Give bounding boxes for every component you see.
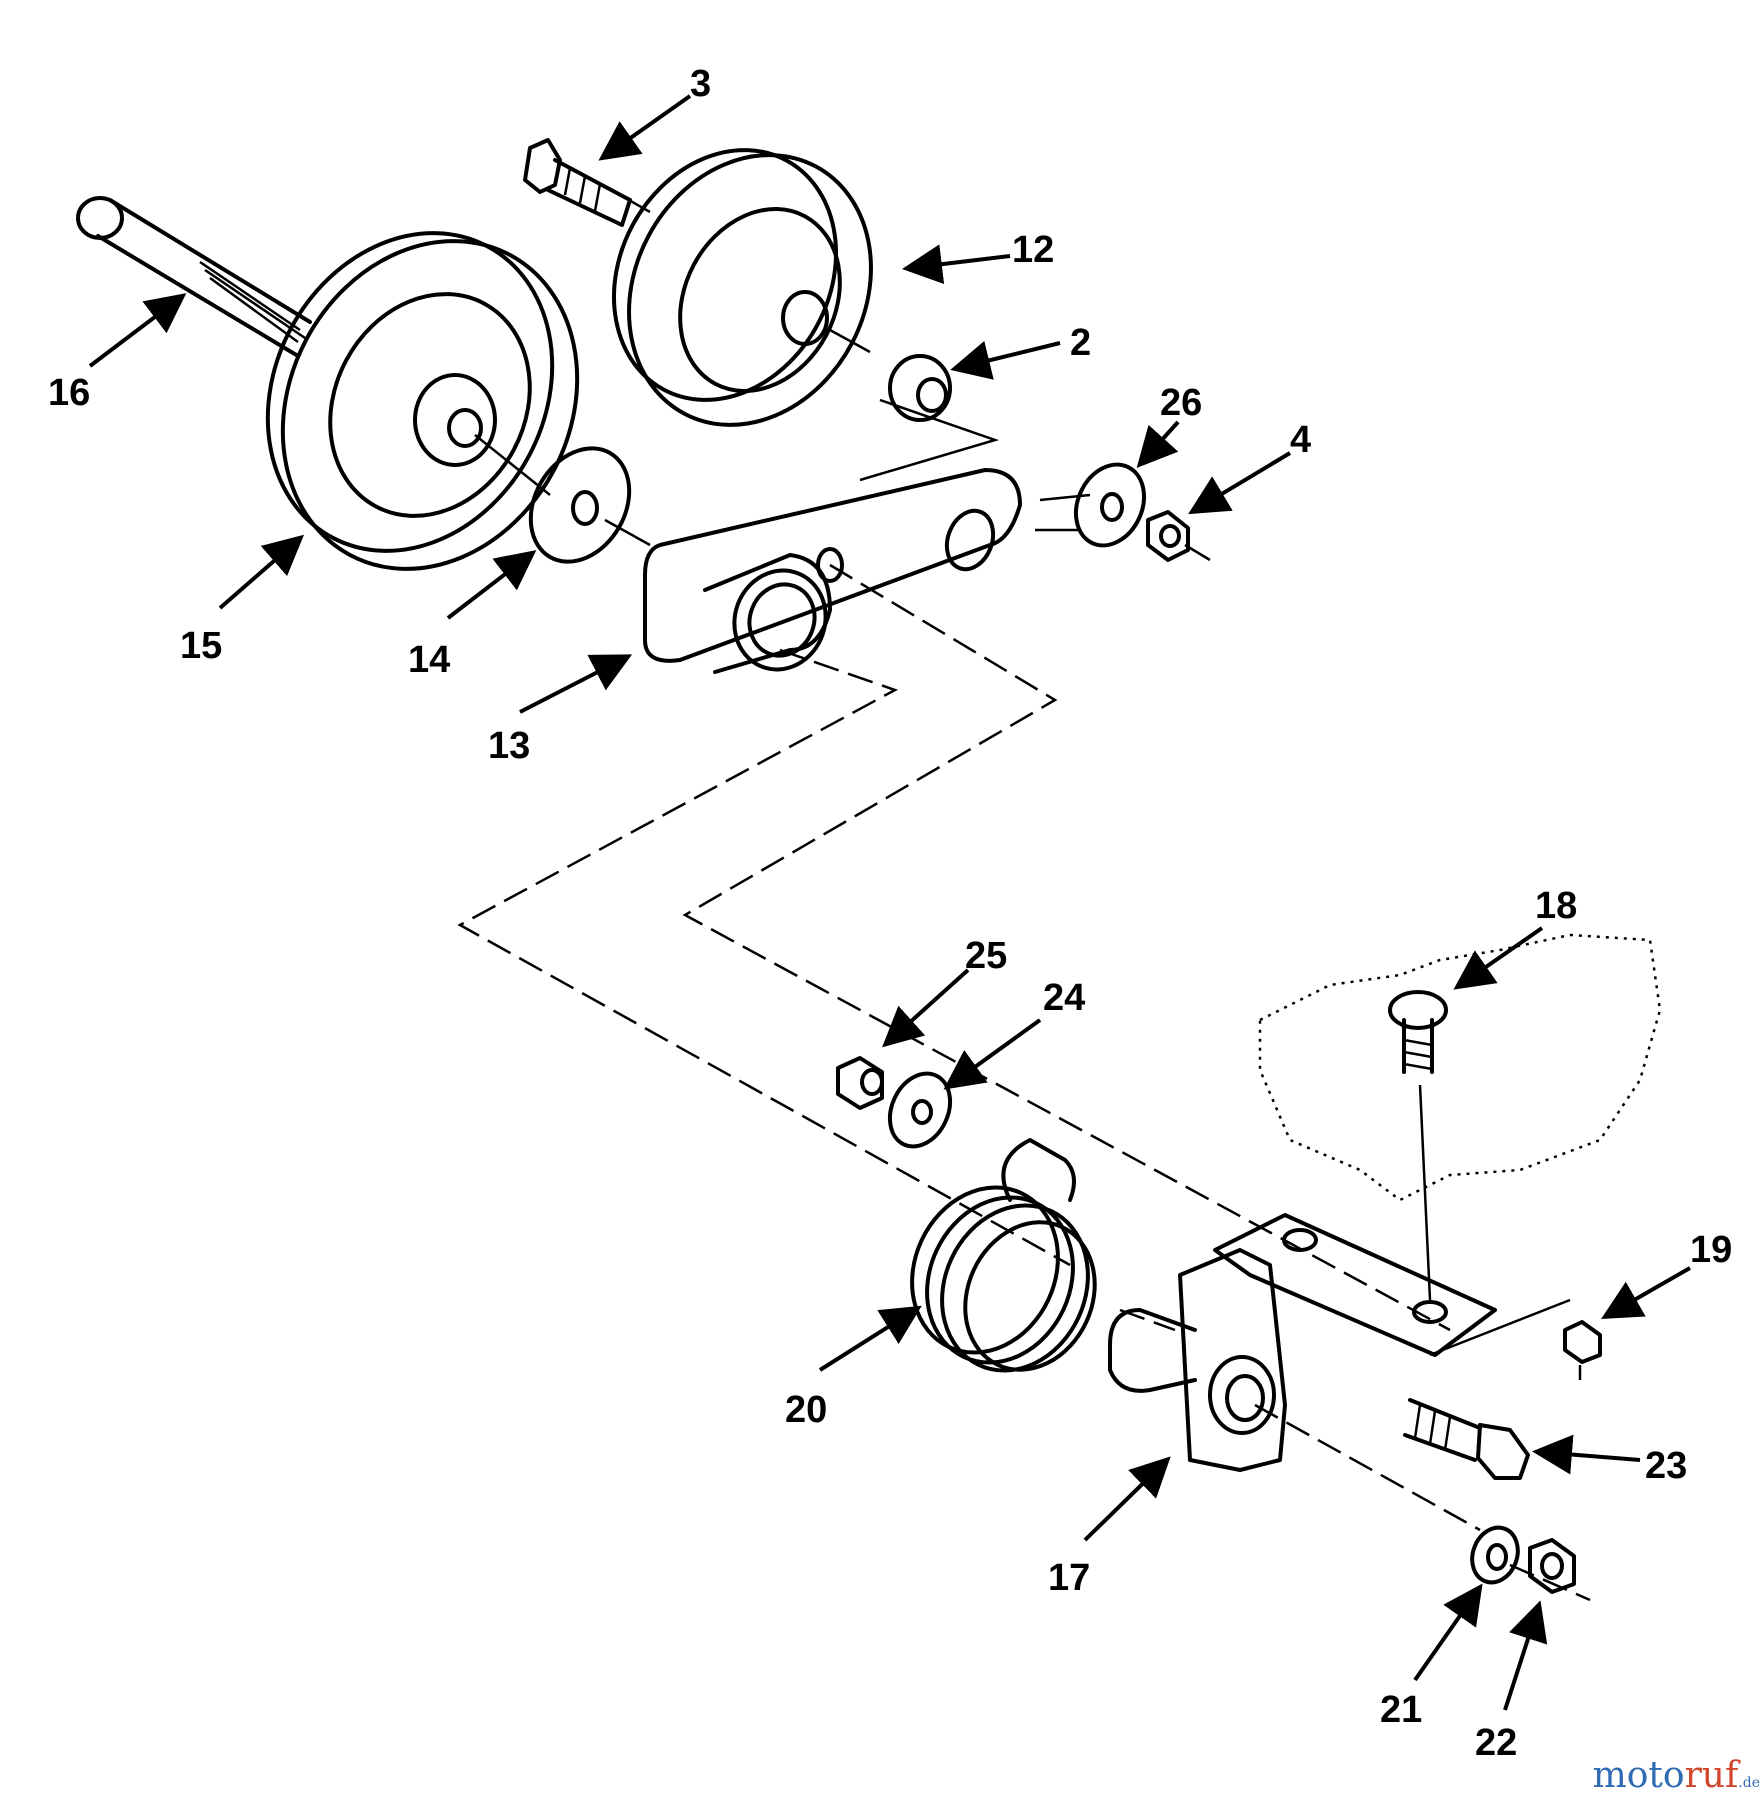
callout-16: 16 — [48, 372, 90, 414]
watermark-suffix: .de — [1738, 1775, 1760, 1791]
part-18-carriage-bolt — [1258, 933, 1662, 1202]
callout-22: 22 — [1475, 1722, 1517, 1764]
callout-12: 12 — [1012, 229, 1054, 271]
part-23-bolt — [1403, 1398, 1530, 1480]
watermark-brand: moto — [1592, 1755, 1685, 1796]
part-20-spring — [910, 1138, 1097, 1373]
part-3-short-bolt — [523, 138, 632, 227]
part-21-lock-washer — [1470, 1525, 1520, 1585]
part-2-bushing — [888, 354, 952, 422]
part-16-long-bolt — [76, 196, 312, 358]
part-26-washer — [1073, 462, 1147, 548]
callout-20: 20 — [785, 1389, 827, 1431]
leader-arrows — [88, 94, 1691, 1711]
callout-13: 13 — [488, 725, 530, 767]
callout-21: 21 — [1380, 1689, 1422, 1731]
callout-17: 17 — [1048, 1557, 1090, 1599]
callout-24: 24 — [1043, 977, 1085, 1019]
part-25-nut — [836, 1056, 884, 1110]
part-15-large-pulley — [265, 231, 580, 571]
part-13-idler-arm — [643, 468, 1022, 674]
part-24-washer — [887, 1071, 953, 1149]
motoruf-watermark-logo: motoruf.de — [1593, 1755, 1760, 1796]
part-17-bracket — [1108, 1213, 1497, 1472]
callout-2: 2 — [1070, 322, 1091, 364]
callout-labels: 16 3 12 2 26 4 15 14 13 18 25 24 19 20 2… — [48, 63, 1732, 1764]
callout-26: 26 — [1160, 382, 1202, 424]
callout-18: 18 — [1535, 885, 1577, 927]
watermark-accent: ruf — [1684, 1755, 1739, 1796]
part-12-small-pulley — [612, 148, 873, 427]
callout-23: 23 — [1645, 1445, 1687, 1487]
callout-4: 4 — [1290, 419, 1311, 461]
callout-14: 14 — [408, 639, 450, 681]
part-19-nut — [1563, 1320, 1602, 1364]
callout-19: 19 — [1690, 1229, 1732, 1271]
callout-25: 25 — [965, 935, 1007, 977]
part-22-nut — [1528, 1538, 1576, 1594]
part-4-nut — [1146, 510, 1190, 562]
callout-15: 15 — [180, 625, 222, 667]
assembly-centerlines — [457, 193, 1591, 1602]
callout-3: 3 — [690, 63, 711, 105]
